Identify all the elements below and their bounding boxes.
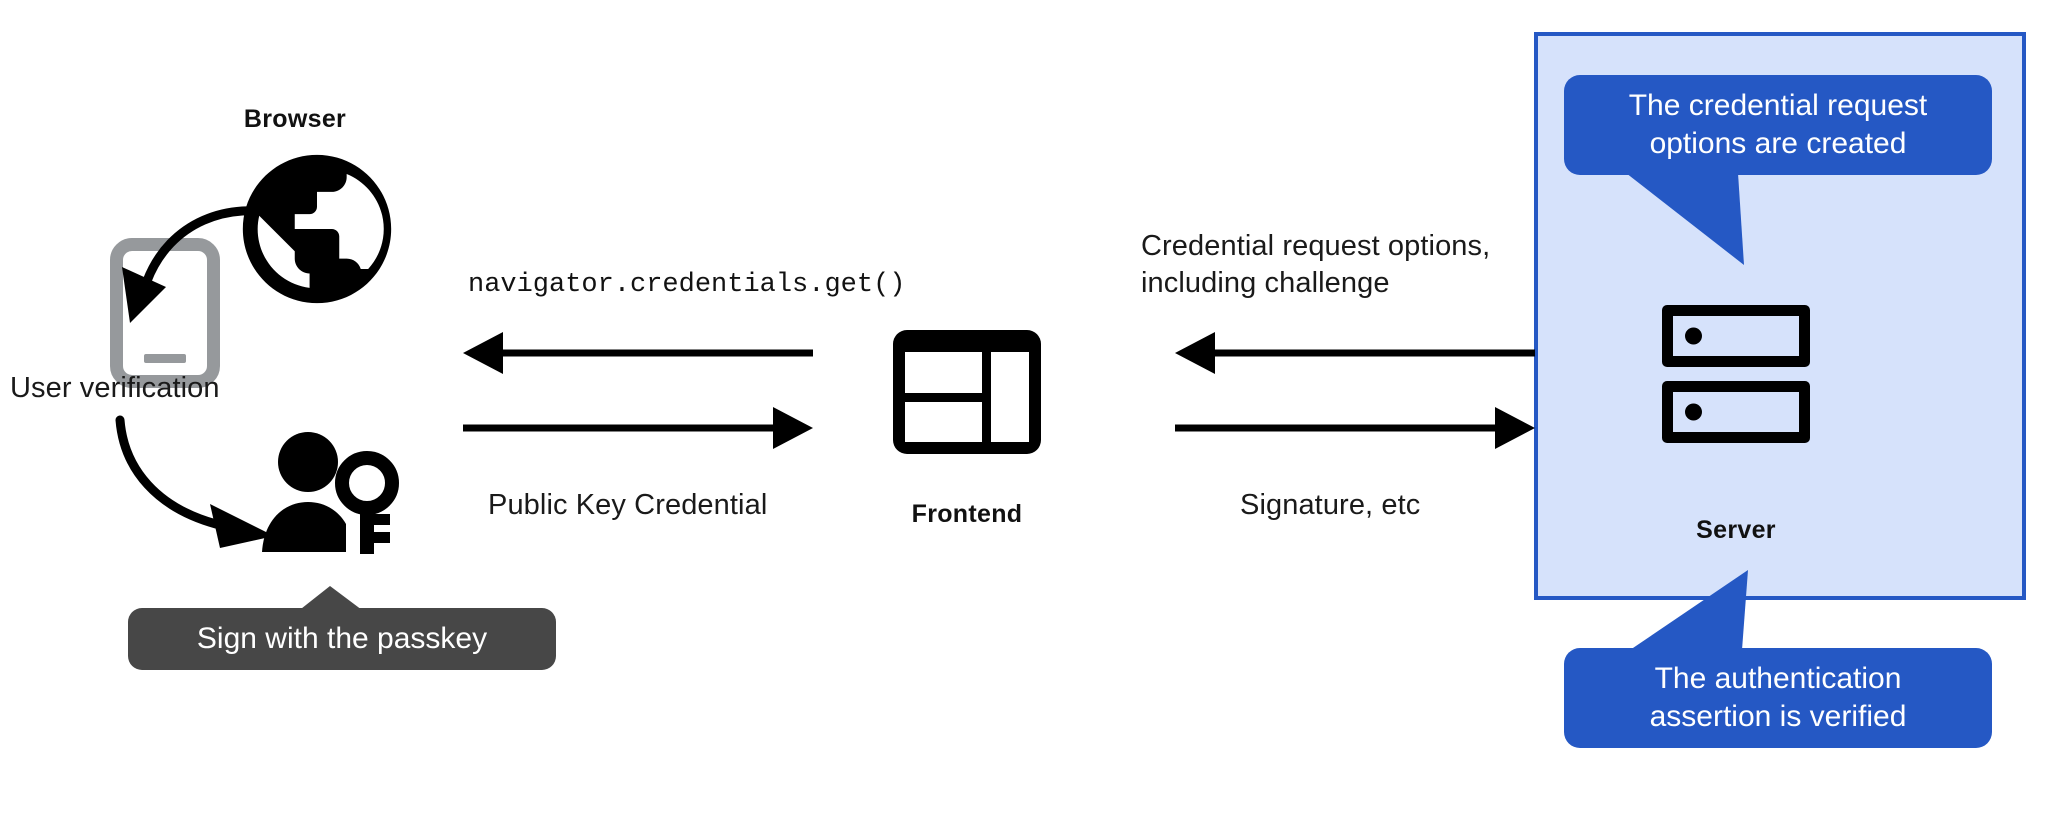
- frontend-label: Frontend: [911, 500, 1023, 528]
- server-label: Server: [1696, 516, 1776, 544]
- phone-home-bar: [144, 354, 186, 363]
- server-led-top: [1685, 327, 1702, 345]
- server-callout-top-tail: [1626, 173, 1816, 265]
- signature-etc-label: Signature, etc: [1240, 489, 1421, 521]
- arrow-browser-to-frontend: [463, 405, 813, 451]
- server-callout-bottom: The authentication assertion is verified: [1564, 648, 1992, 748]
- frontend-cell-side: [991, 352, 1029, 442]
- server-led-bottom: [1685, 403, 1702, 421]
- arrow-phone-to-person: [98, 408, 318, 548]
- user-verification-label: User verification: [10, 372, 220, 404]
- arrow-frontend-to-server: [1175, 405, 1535, 451]
- credential-request-options-label: Credential request options, including ch…: [1141, 230, 1491, 300]
- server-callout-top: The credential request options are creat…: [1564, 75, 1992, 175]
- frontend-cell-top: [905, 352, 982, 393]
- server-unit-top: [1662, 305, 1810, 367]
- arrow-server-to-frontend: [1175, 330, 1535, 376]
- server-rack-icon: [1662, 305, 1810, 443]
- public-key-credential-label: Public Key Credential: [488, 489, 768, 521]
- browser-label: Browser: [243, 105, 347, 133]
- frontend-cell-bottom: [905, 401, 982, 442]
- person-with-key-icon: [250, 428, 400, 563]
- server-unit-bottom: [1662, 381, 1810, 443]
- globe-icon: [228, 140, 406, 318]
- arrow-frontend-to-browser: [463, 330, 813, 376]
- passkey-callout: Sign with the passkey: [128, 608, 556, 670]
- dashboard-layout-icon: [893, 330, 1041, 454]
- server-callout-bottom-tail: [1630, 570, 1820, 650]
- arrow-browser-to-phone: [100, 195, 300, 335]
- navigator-credentials-get-label: navigator.credentials.get(): [468, 270, 906, 300]
